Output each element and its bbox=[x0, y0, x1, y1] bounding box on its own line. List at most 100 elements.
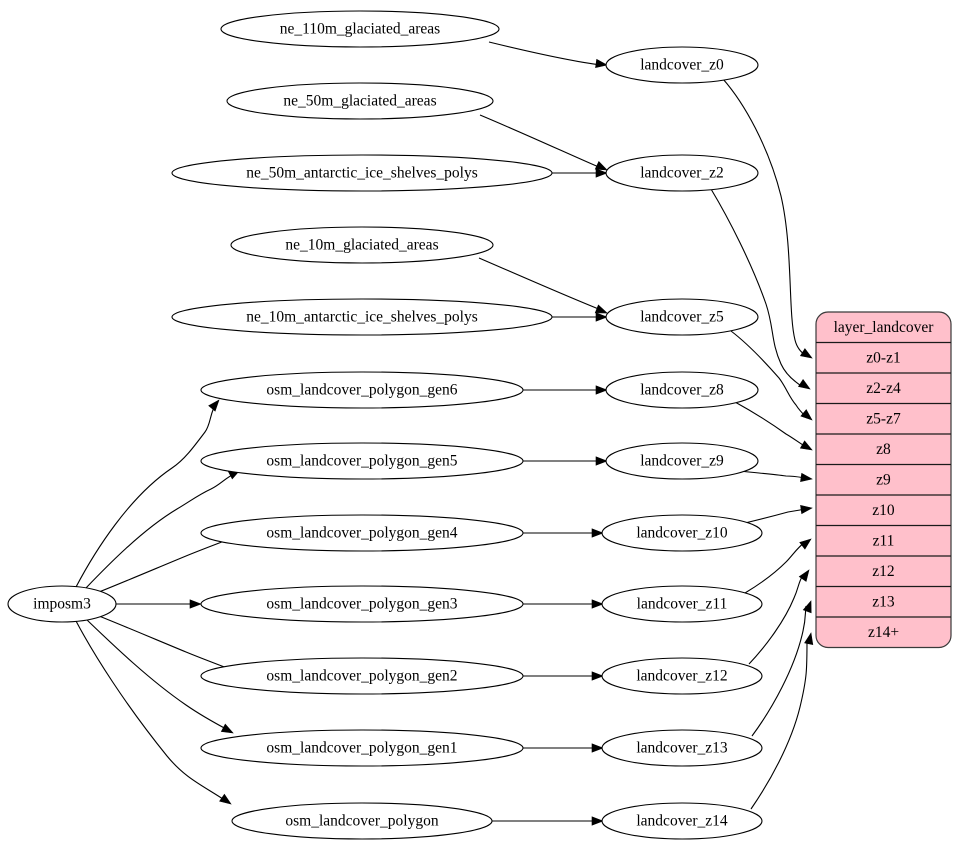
arrowhead-28 bbox=[804, 632, 814, 646]
source-node-ellipse bbox=[7, 585, 117, 623]
view-node-ellipse bbox=[601, 657, 763, 695]
node-osm_landcover_polygon_gen1[interactable]: osm_landcover_polygon_gen1 bbox=[200, 729, 524, 767]
table-row-label: z14+ bbox=[868, 624, 899, 641]
node-osm_landcover_polygon_gen6[interactable]: osm_landcover_polygon_gen6 bbox=[200, 371, 524, 409]
node-label: osm_landcover_polygon_gen4 bbox=[266, 525, 457, 542]
node-ne_10m_glaciated_areas[interactable]: ne_10m_glaciated_areas bbox=[230, 226, 494, 264]
layer-table-outline bbox=[815, 311, 952, 649]
node-landcover_z12[interactable]: landcover_z12 bbox=[601, 657, 763, 695]
node-landcover_z11[interactable]: landcover_z11 bbox=[601, 585, 763, 623]
arrowhead-23 bbox=[800, 472, 813, 483]
node-label: landcover_z9 bbox=[640, 453, 724, 470]
table-node-ellipse bbox=[230, 226, 494, 264]
node-label: osm_landcover_polygon_gen5 bbox=[266, 453, 457, 470]
arrowhead-10 bbox=[591, 743, 604, 753]
node-landcover_z5[interactable]: landcover_z5 bbox=[605, 298, 759, 336]
table-row-z14+[interactable]: z14+ bbox=[816, 617, 951, 648]
arrowhead-24 bbox=[800, 504, 813, 515]
edge-imposm3-to-osm_landcover_polygon_gen5 bbox=[84, 472, 237, 590]
table-row-z5-z7[interactable]: z5-z7 bbox=[816, 404, 951, 435]
view-node-ellipse bbox=[605, 154, 759, 192]
arrowhead-26 bbox=[798, 569, 810, 582]
node-label: imposm3 bbox=[33, 596, 91, 613]
node-label: ne_50m_antarctic_ice_shelves_polys bbox=[246, 165, 478, 182]
node-osm_landcover_polygon_gen5[interactable]: osm_landcover_polygon_gen5 bbox=[200, 442, 524, 480]
edge-landcover_z10-to-row_z10 bbox=[744, 508, 807, 524]
node-landcover_z0[interactable]: landcover_z0 bbox=[605, 46, 759, 84]
arrowhead-6 bbox=[595, 456, 608, 466]
table-node-ellipse bbox=[200, 371, 524, 409]
nodes-layer: imposm3 ne_110m_glaciated_areas ne_50m_gla… bbox=[7, 10, 763, 840]
table-node-ellipse bbox=[200, 442, 524, 480]
node-landcover_z10[interactable]: landcover_z10 bbox=[601, 514, 763, 552]
arrowhead-12 bbox=[208, 399, 220, 412]
edge-landcover_z12-to-row_z12 bbox=[748, 574, 804, 665]
node-osm_landcover_polygon_gen2[interactable]: osm_landcover_polygon_gen2 bbox=[200, 657, 524, 695]
node-label: landcover_z13 bbox=[636, 740, 727, 757]
node-label: landcover_z8 bbox=[640, 382, 724, 399]
table-row-label: z10 bbox=[872, 502, 895, 519]
node-label: ne_10m_antarctic_ice_shelves_polys bbox=[246, 309, 478, 326]
table-row-z9[interactable]: z9 bbox=[816, 465, 951, 496]
node-ne_110m_glaciated_areas[interactable]: ne_110m_glaciated_areas bbox=[220, 10, 500, 48]
edge-landcover_z13-to-row_z13 bbox=[751, 605, 807, 737]
node-landcover_z8[interactable]: landcover_z8 bbox=[605, 371, 759, 409]
node-label: landcover_z10 bbox=[636, 525, 727, 542]
arrowhead-17 bbox=[220, 723, 234, 734]
node-osm_landcover_polygon_gen4[interactable]: osm_landcover_polygon_gen4 bbox=[200, 514, 524, 552]
node-landcover_z13[interactable]: landcover_z13 bbox=[601, 729, 763, 767]
table-row-z10[interactable]: z10 bbox=[816, 495, 951, 526]
table-node-ellipse bbox=[231, 802, 493, 840]
arrowhead-11 bbox=[591, 816, 604, 826]
node-osm_landcover_polygon[interactable]: osm_landcover_polygon bbox=[231, 802, 493, 840]
edge-ne_50m_glaciated_areas-to-landcover_z2 bbox=[479, 114, 602, 169]
table-row-z12[interactable]: z12 bbox=[816, 556, 951, 587]
table-row-z0-z1[interactable]: z0-z1 bbox=[816, 343, 951, 374]
edges-layer bbox=[75, 41, 808, 822]
table-row-z2-z4[interactable]: z2-z4 bbox=[816, 373, 951, 404]
arrowhead-21 bbox=[800, 409, 813, 421]
edge-landcover_z14-to-row_z14+ bbox=[750, 639, 808, 810]
table-node-ellipse bbox=[171, 298, 553, 336]
arrowhead-9 bbox=[591, 671, 604, 681]
arrowhead-22 bbox=[799, 440, 813, 451]
view-node-ellipse bbox=[601, 729, 763, 767]
table-node-ellipse bbox=[200, 585, 524, 623]
node-label: landcover_z14 bbox=[636, 813, 727, 830]
node-ne_10m_antarctic_ice_shelves_polys[interactable]: ne_10m_antarctic_ice_shelves_polys bbox=[171, 298, 553, 336]
node-landcover_z14[interactable]: landcover_z14 bbox=[601, 802, 763, 840]
layer-table-header: layer_landcover bbox=[834, 319, 935, 336]
table-row-label: z12 bbox=[872, 563, 894, 580]
table-row-z13[interactable]: z13 bbox=[816, 587, 951, 618]
node-label: landcover_z0 bbox=[640, 57, 724, 74]
view-node-ellipse bbox=[605, 46, 759, 84]
edge-landcover_z5-to-row_z5-z7 bbox=[730, 330, 808, 419]
node-ne_50m_antarctic_ice_shelves_polys[interactable]: ne_50m_antarctic_ice_shelves_polys bbox=[171, 154, 553, 192]
table-node-ellipse bbox=[200, 657, 524, 695]
arrowhead-5 bbox=[595, 385, 608, 395]
node-label: ne_110m_glaciated_areas bbox=[280, 21, 440, 38]
node-ne_50m_glaciated_areas[interactable]: ne_50m_glaciated_areas bbox=[226, 82, 494, 120]
edge-landcover_z2-to-row_z2-z4 bbox=[710, 188, 804, 388]
table-row-label: z11 bbox=[873, 532, 895, 549]
table-node-ellipse bbox=[220, 10, 500, 48]
table-row-z8[interactable]: z8 bbox=[816, 434, 951, 465]
arrowhead-0 bbox=[595, 58, 608, 69]
node-imposm3[interactable]: imposm3 bbox=[7, 585, 117, 623]
node-landcover_z2[interactable]: landcover_z2 bbox=[605, 154, 759, 192]
node-label: osm_landcover_polygon_gen6 bbox=[266, 382, 457, 399]
node-label: ne_50m_glaciated_areas bbox=[283, 93, 436, 110]
node-osm_landcover_polygon_gen3[interactable]: osm_landcover_polygon_gen3 bbox=[200, 585, 524, 623]
arrowhead-3 bbox=[594, 304, 608, 314]
view-node-ellipse bbox=[601, 802, 763, 840]
table-row-z11[interactable]: z11 bbox=[816, 526, 951, 557]
table-node-ellipse bbox=[200, 514, 524, 552]
edge-imposm3-to-osm_landcover_polygon bbox=[75, 620, 227, 802]
arrowhead-4 bbox=[595, 312, 608, 322]
arrowhead-15 bbox=[189, 599, 202, 609]
table-row-label: z5-z7 bbox=[866, 410, 901, 427]
edge-landcover_z8-to-row_z8 bbox=[734, 401, 807, 448]
node-landcover_z9[interactable]: landcover_z9 bbox=[605, 442, 759, 480]
